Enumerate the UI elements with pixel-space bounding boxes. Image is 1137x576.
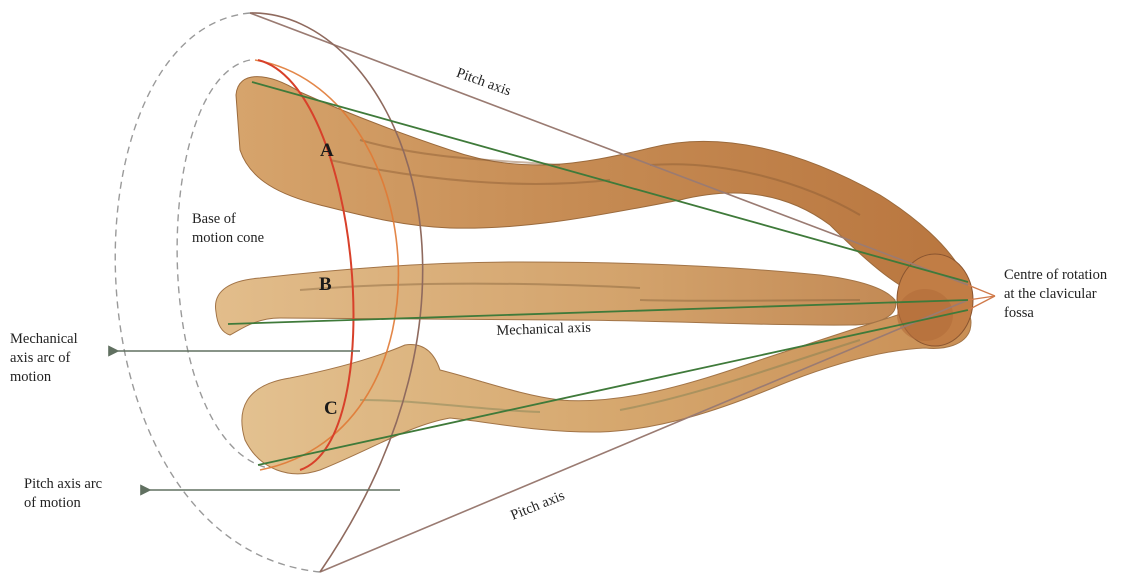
centre-label-line3: fossa <box>1004 304 1107 323</box>
pitch-axis-arc-label: Pitch axis arc of motion <box>24 475 102 513</box>
mech-arc-line1: Mechanical <box>10 330 78 349</box>
pitch-arc-line2: of motion <box>24 494 102 513</box>
base-of-motion-cone-label: Base of motion cone <box>192 210 264 248</box>
pitch-arc-line1: Pitch axis arc <box>24 475 102 494</box>
centre-label-line2: at the clavicular <box>1004 285 1107 304</box>
mech-arc-line2: axis arc of <box>10 349 78 368</box>
mechanical-axis-arc-label: Mechanical axis arc of motion <box>10 330 78 387</box>
centre-label-line1: Centre of rotation <box>1004 266 1107 285</box>
centre-of-rotation-label: Centre of rotation at the clavicular fos… <box>1004 266 1107 323</box>
position-label-c: C <box>324 398 338 420</box>
base-label-line2: motion cone <box>192 229 264 248</box>
position-label-a: A <box>320 140 334 162</box>
position-label-b: B <box>319 274 332 296</box>
mech-arc-line3: motion <box>10 368 78 387</box>
base-label-line1: Base of <box>192 210 264 229</box>
mechanical-axis-label: Mechanical axis <box>496 319 591 341</box>
